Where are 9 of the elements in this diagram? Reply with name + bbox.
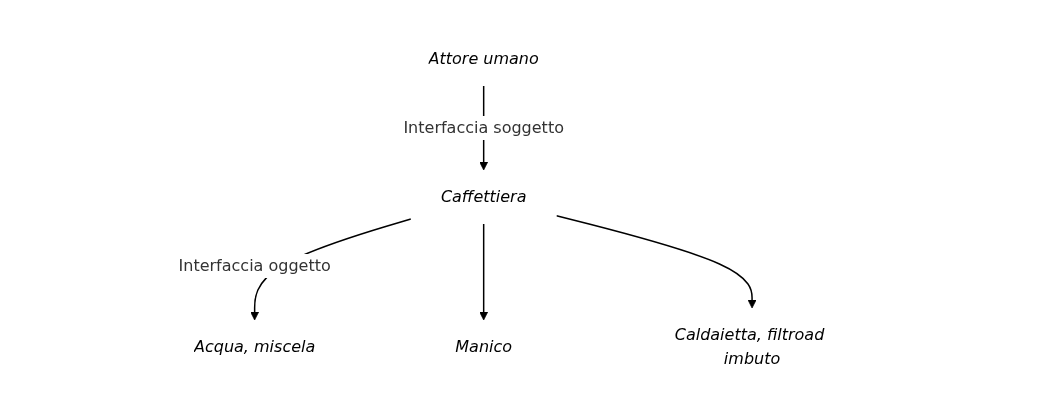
edge-label: Interfaccia oggetto [179,255,332,275]
edge-label: Interfaccia soggetto [403,117,565,137]
node-text: Caffettiera [441,186,527,206]
node-text: Manico [455,336,513,356]
node-text: Acqua, miscela [194,336,316,356]
arrow [479,222,489,320]
node-text: Caldaietta, filtroad imbuto [675,324,825,368]
arrow [556,214,757,308]
node-text: Attore umano [429,48,540,68]
